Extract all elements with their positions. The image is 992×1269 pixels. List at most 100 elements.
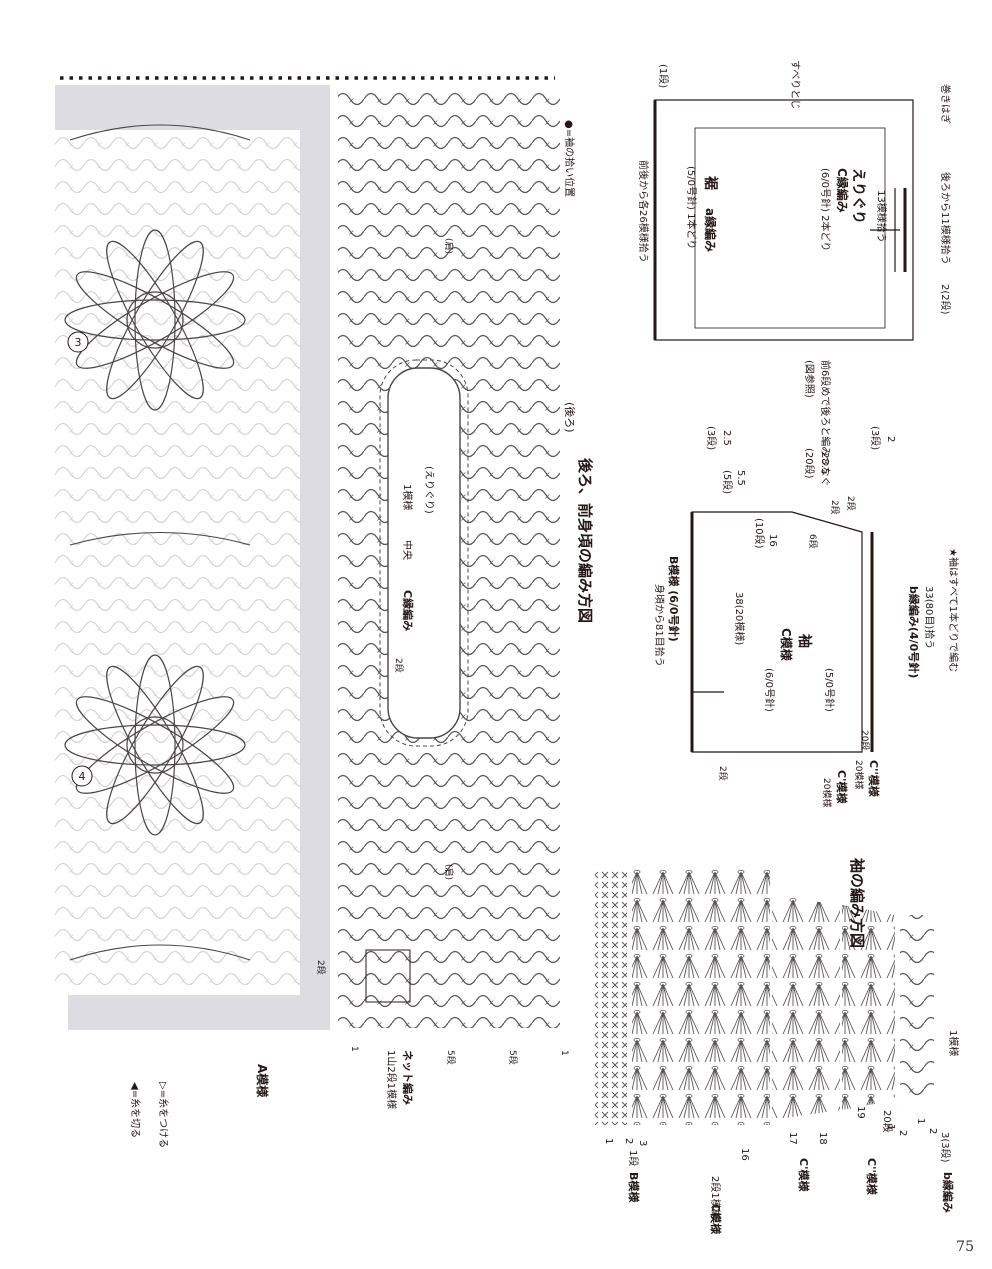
sleeve-name: 袖 <box>796 634 813 648</box>
row-label: 3(3段) <box>939 1132 952 1163</box>
net-label: ネット編み <box>401 1050 415 1105</box>
join-note: 前6段めで後ろと編みつなぐ <box>819 360 832 486</box>
main-chart-title: 後ろ、前身頃の編み方図 <box>576 457 594 623</box>
pattern-b-note: 1段 <box>627 1150 640 1166</box>
pattern-b-cuff: b縁編み <box>941 1172 955 1213</box>
row-label: 1 <box>885 1124 896 1130</box>
row-label: 3 <box>637 1140 648 1146</box>
five-rows-right: 5段 <box>507 1050 519 1065</box>
row-label: 1 <box>915 1118 926 1124</box>
rows-2: 2(2段) <box>939 284 952 315</box>
sleeve-schematic: ★袖はすべて1本どりで編む 33(80目)拾う b縁編み(4/0号針) 袖 C模… <box>653 426 960 807</box>
sleeve-needle-5: (5/0号針) <box>823 668 836 712</box>
rows-2c: 2段 <box>717 766 729 781</box>
hem-pattern: a縁編み <box>703 208 718 252</box>
sleeve-chart-c1-area <box>772 895 840 1120</box>
pickup-legend: ●=袖の拾い位置 <box>563 120 576 197</box>
pattern-c2: C''模様 <box>865 1158 879 1196</box>
sleeve-needle-6: (6/0号針) <box>763 668 776 712</box>
row-label: 17 <box>787 1132 798 1145</box>
cuff-pattern: b縁編み(4/0号針) <box>907 586 921 678</box>
neck-label: (えりぐり) <box>423 466 435 514</box>
dim-2-rows: (3段) <box>869 426 882 450</box>
cuff-pickup: 33(80目)拾う <box>923 586 936 649</box>
net-repeat-box <box>365 949 411 1003</box>
rows-6: 6段 <box>807 534 819 549</box>
c1-pattern: C'模様 <box>835 770 849 804</box>
dim-55-rows: (5段) <box>721 470 734 494</box>
pattern-c1: C'模様 <box>797 1158 811 1192</box>
dim-16-rows: (10段) <box>753 518 766 549</box>
rows-2a: 2段 <box>845 496 857 511</box>
neck-pattern-label: C縁編み <box>401 590 415 631</box>
row-label: 2 <box>623 1138 634 1144</box>
sleeve-chart-c-area <box>632 870 770 1125</box>
rolled-hem: 巻きはぎ <box>939 84 952 124</box>
row-label: 1 <box>603 1138 614 1144</box>
b-pattern: B模様 (6/0号針) <box>667 556 681 642</box>
legend-cut: ◀=糸を切る <box>129 1082 141 1138</box>
net-detail: 1山2段1模様 <box>385 1050 398 1109</box>
hem-name: 裾 <box>702 176 719 190</box>
flower-motif-4 <box>64 654 246 836</box>
sleeve-chart-cuff-area <box>900 915 934 1105</box>
page-number: 75 <box>956 1239 974 1255</box>
pattern-a-label: A模様 <box>255 1064 270 1098</box>
svg-text:4: 4 <box>79 770 86 783</box>
row-label: 16 <box>739 1148 750 1161</box>
body-pickup: 身頃から81目拾う <box>653 584 666 667</box>
sleeve-chart-c2-area <box>842 905 895 1110</box>
row-label: 2 <box>927 1128 938 1134</box>
center-label: 中央 <box>401 540 414 560</box>
dim-38: 38(20模様) <box>733 592 746 645</box>
row-label: 2 <box>897 1130 908 1136</box>
pattern-b: B模様 <box>627 1172 641 1203</box>
slip-stitch: すべりとじ <box>789 60 801 109</box>
motif-number-4: 4 <box>71 765 93 787</box>
sleeve-chart-title: 袖の編み方図 <box>848 858 866 948</box>
dim-16: 16 <box>767 534 778 547</box>
c2-count: 20模様 <box>853 760 865 789</box>
dim-25: 2.5 <box>721 430 732 446</box>
c2-pattern: C''模様 <box>867 760 881 798</box>
dim-55: 5.5 <box>735 470 746 486</box>
sleeve-chart-row-labels: 1 2 3(3段) 1 2 20段 19 18 17 16 3 2 1 <box>603 1106 952 1163</box>
rows-20: 20段 <box>859 730 871 750</box>
corner-two-rows: 2段 <box>315 960 327 975</box>
pickup-back: 後ろから11模様拾う <box>939 172 952 265</box>
row-one-right: 1 <box>559 1050 569 1056</box>
sleeve-chart-b-area <box>595 870 627 1125</box>
pickup-13: 13模様拾う <box>875 190 888 243</box>
body-inner-outline <box>694 127 886 329</box>
sleeve-chart: 袖の編み方図 1模様 1 2 3(3段) 1 2 20段 19 18 17 16… <box>595 858 960 1235</box>
neck-one-pattern: 1模様 <box>401 484 414 510</box>
pattern-c-note: 2段1模様 <box>709 1176 722 1219</box>
svg-text:3: 3 <box>75 336 82 349</box>
neck-edging <box>379 359 469 747</box>
neck-edging-name: えりぐり <box>850 168 866 224</box>
dim-25-rows: (3段) <box>705 426 718 450</box>
row-1: (1段) <box>657 64 670 88</box>
neck-edging-spec: (6/0号針) 2本どり <box>819 168 832 251</box>
rows-2b: 2段 <box>829 500 841 515</box>
c1-count: 20模様 <box>821 778 833 807</box>
sleeve-outline <box>691 511 863 753</box>
sleeve-chart-one-pattern: 1模様 <box>947 1030 960 1056</box>
row-label: 19 <box>855 1106 866 1119</box>
pattern-c: C模様 <box>709 1204 723 1235</box>
motif-number-3: 3 <box>67 331 89 353</box>
shoulder-label-top: (肩) <box>443 238 455 254</box>
body-schematic: えりぐり C縁編み (6/0号針) 2本どり 裾 a縁編み (5/0号針) 1本… <box>637 60 952 486</box>
flower-partials <box>69 124 251 961</box>
row-label: 18 <box>817 1132 828 1145</box>
shoulder-label-bottom: (肩) <box>443 864 455 880</box>
dim-2: 2 <box>885 436 896 442</box>
neck-opening <box>387 367 461 739</box>
dim-285: 28.5 <box>819 452 830 474</box>
motif-area <box>55 130 300 995</box>
row-label: 20段 <box>881 1110 894 1133</box>
star-note: ★袖はすべて1本どりで編む <box>947 548 960 672</box>
main-chart: 3 4 後ろ、前身頃の編み方図 (後ろ) ●=袖の拾い位置 (肩) (肩) (え… <box>55 76 594 1148</box>
dim-285-rows: (20段) <box>803 448 816 479</box>
back-label: (後ろ) <box>563 402 577 433</box>
